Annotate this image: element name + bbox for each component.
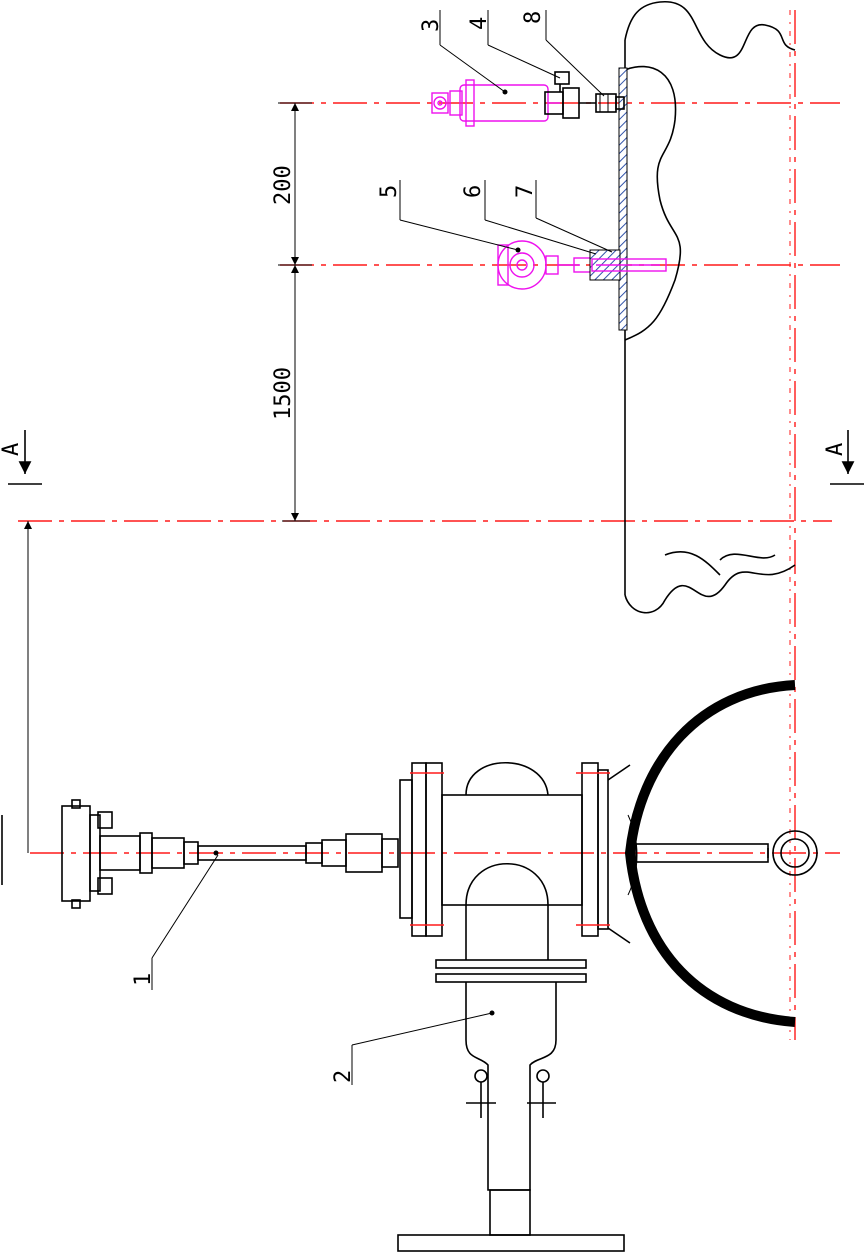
instrument-4-valve xyxy=(544,71,596,119)
callout-4: 4 xyxy=(467,17,492,30)
callout-leaders xyxy=(151,10,613,1085)
callout-8: 8 xyxy=(521,11,546,24)
callout-2: 2 xyxy=(331,1070,356,1083)
callout-1: 1 xyxy=(131,973,156,986)
callout-5: 5 xyxy=(377,185,402,198)
svg-text:A: A xyxy=(0,443,24,456)
callout-3: 3 xyxy=(419,19,444,32)
item-2-outlet-valve xyxy=(397,905,625,1252)
centerlines xyxy=(18,10,840,1040)
instrument-5-thermometer-head xyxy=(497,240,580,290)
instrument-8-nipple xyxy=(595,93,625,113)
instrument-7-thermowell xyxy=(591,258,667,272)
callout-6: 6 xyxy=(461,185,486,198)
flanged-cross-body xyxy=(399,762,610,937)
dimension-lines xyxy=(24,102,312,853)
instrument-3-pressure-transmitter xyxy=(431,79,560,127)
wall-lining xyxy=(618,67,628,331)
vessel-shell xyxy=(607,680,818,1027)
dimension-1500: 1500 xyxy=(271,367,296,420)
callout-7: 7 xyxy=(513,185,538,198)
dimension-200: 200 xyxy=(271,165,296,205)
item-1-probe-assembly xyxy=(61,799,399,909)
svg-text:A: A xyxy=(823,443,848,456)
section-mark-left: A xyxy=(0,430,42,485)
section-mark-right: A xyxy=(823,430,864,485)
